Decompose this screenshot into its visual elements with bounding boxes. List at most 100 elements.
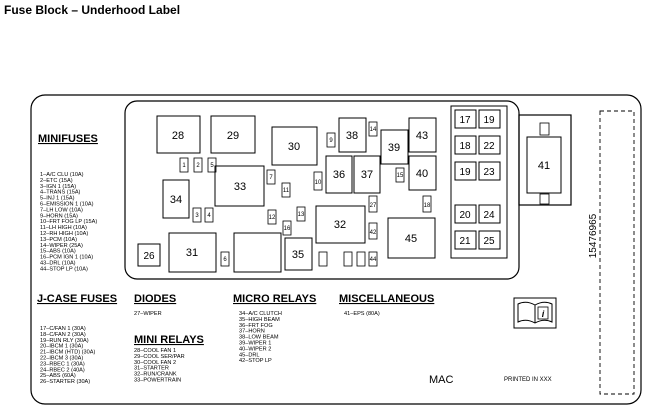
micro_relays-item: 40–WIPER 2 bbox=[239, 346, 271, 352]
jcase-item: 17–C/FAN 1 (30A) bbox=[40, 326, 86, 332]
minifuses-item: 6–EMISSION 1 (10A) bbox=[40, 202, 94, 208]
minifuse-44: 44 bbox=[368, 251, 378, 267]
minifuse-3: 3 bbox=[192, 207, 202, 223]
minifuse-11: 11 bbox=[281, 182, 291, 198]
jcase-19 bbox=[478, 109, 501, 129]
mini_relays-item: 31–STARTER bbox=[134, 366, 169, 372]
jcase-item: 21–IBCM (HTD) (30A) bbox=[40, 350, 95, 356]
manual-book-icon: i bbox=[513, 297, 557, 329]
minifuse-spare-3 bbox=[356, 251, 366, 267]
jcase-22 bbox=[478, 135, 501, 155]
box-4-label: 4 bbox=[207, 213, 211, 219]
box-40-label: 40 bbox=[416, 168, 428, 180]
minifuses-item: 1–A/C CLU (10A) bbox=[40, 172, 84, 178]
box-14-label: 14 bbox=[370, 127, 377, 133]
jcase-item: 26–STARTER (30A) bbox=[40, 379, 90, 385]
misc-heading: MISCELLANEOUS bbox=[339, 293, 434, 305]
jcase-item: 22–IBCM 3 (30A) bbox=[40, 356, 83, 362]
box-9-label: 9 bbox=[329, 138, 333, 144]
relay-30: 30 bbox=[271, 126, 318, 166]
mega-fuse-terminal-bottom bbox=[539, 193, 550, 205]
jcase-19b bbox=[454, 161, 477, 181]
relay-45: 45 bbox=[387, 217, 436, 259]
relay-37: 37 bbox=[353, 155, 381, 194]
box-2-label: 2 bbox=[196, 163, 200, 169]
mini_relays-item: 28–COOL FAN 1 bbox=[134, 348, 176, 354]
minifuse-14: 14 bbox=[368, 121, 378, 137]
mini-relays-heading: MINI RELAYS bbox=[134, 334, 204, 346]
minifuses-item: 4–TRANS (15A) bbox=[40, 190, 81, 196]
minifuses-item: 12–RH HIGH (10A) bbox=[40, 231, 88, 237]
minifuses-item: 13–PCM (10A) bbox=[40, 237, 77, 243]
mega-fuse-holder bbox=[518, 114, 572, 206]
jcase-item: 19–RUN RLY (30A) bbox=[40, 338, 89, 344]
minifuse-4: 4 bbox=[204, 207, 214, 223]
box-44-label: 44 bbox=[370, 257, 377, 263]
jcase-item: 23–RBEC 1 (30A) bbox=[40, 361, 85, 367]
box-24-label: 24 bbox=[483, 210, 495, 221]
minifuses-item: 10–FRT FOG LP (15A) bbox=[40, 219, 97, 225]
connector-outline bbox=[599, 110, 635, 395]
box-33-label: 33 bbox=[234, 181, 246, 193]
box-32-label: 32 bbox=[334, 219, 346, 231]
box-23-label: 23 bbox=[483, 167, 495, 178]
jcase-23 bbox=[478, 161, 501, 181]
relay-40: 40 bbox=[408, 155, 437, 191]
box-12-label: 12 bbox=[269, 215, 276, 221]
jcase-fuse-column: 17 19 18 22 19 23 20 24 21 25 bbox=[450, 105, 508, 259]
micro_relays-item: 45–DRL bbox=[239, 352, 260, 358]
box-18-minifuse-label: 18 bbox=[424, 203, 431, 209]
minifuse-15: 15 bbox=[395, 167, 405, 183]
minifuse-13: 13 bbox=[296, 206, 306, 222]
diodes-heading: DIODES bbox=[134, 293, 176, 305]
minifuses-item: 5–INJ 1 (15A) bbox=[40, 196, 75, 202]
jcase-list: 17–C/FAN 1 (30A)18–C/FAN 2 (30A)19–RUN R… bbox=[40, 326, 95, 385]
minifuse-18: 18 bbox=[422, 195, 432, 213]
minifuse-1: 1 bbox=[179, 157, 189, 173]
box-5-label: 5 bbox=[210, 163, 214, 169]
relay-31: 31 bbox=[168, 232, 217, 273]
minifuses-item: 15–ABS (10A) bbox=[40, 249, 76, 255]
jcase-item: 18–C/FAN 2 (30A) bbox=[40, 332, 86, 338]
relay-33: 33 bbox=[214, 165, 265, 207]
box-35-label: 35 bbox=[292, 249, 304, 261]
minifuses-item: 43–DRL (10A) bbox=[40, 261, 76, 267]
minifuse-10: 10 bbox=[313, 171, 323, 191]
jcase-21 bbox=[454, 230, 477, 250]
relay-34: 34 bbox=[162, 179, 190, 219]
box-45-label: 45 bbox=[405, 233, 417, 245]
diodes-item: 27–WIPER bbox=[134, 311, 162, 317]
minifuse-16: 16 bbox=[282, 220, 292, 236]
minifuses-item: 11–LH HIGH (10A) bbox=[40, 225, 87, 231]
relay-43: 43 bbox=[408, 117, 437, 153]
jcase-26: 26 bbox=[137, 243, 161, 267]
box-27-label: 27 bbox=[370, 203, 377, 209]
box-26-label: 26 bbox=[143, 251, 155, 262]
jcase-20 bbox=[454, 204, 477, 224]
mini_relays-item: 30–COOL FAN 2 bbox=[134, 360, 176, 366]
jcase-17 bbox=[454, 109, 477, 129]
minifuse-spare-1 bbox=[318, 251, 328, 267]
minifuses-item: 44–STOP LP (10A) bbox=[40, 266, 88, 272]
micro_relays-item: 34–A/C CLUTCH bbox=[239, 311, 282, 317]
box-16-label: 16 bbox=[284, 226, 291, 232]
minifuses-item: 16–PCM IGN 1 (10A) bbox=[40, 255, 93, 261]
box-21-label: 21 bbox=[459, 236, 471, 247]
box-36-label: 36 bbox=[333, 169, 345, 181]
box-17-label: 17 bbox=[459, 115, 471, 126]
minifuse-7: 7 bbox=[266, 169, 276, 185]
micro_relays-item: 37–HORN bbox=[239, 329, 265, 335]
relay-39: 39 bbox=[380, 129, 409, 165]
label-border bbox=[30, 94, 642, 405]
printed-label: PRINTED IN XXX bbox=[504, 377, 552, 383]
relay-29: 29 bbox=[210, 115, 256, 154]
mini_relays-item: 32–RUN/CRANK bbox=[134, 372, 177, 378]
minifuse-spare-2 bbox=[343, 251, 353, 267]
box-18-label: 18 bbox=[459, 141, 471, 152]
svg-text:i: i bbox=[542, 309, 545, 319]
box-15-label: 15 bbox=[397, 173, 404, 179]
box-19-label: 19 bbox=[483, 115, 495, 126]
minifuse-9: 9 bbox=[326, 132, 336, 148]
mac-label: MAC bbox=[429, 374, 454, 386]
